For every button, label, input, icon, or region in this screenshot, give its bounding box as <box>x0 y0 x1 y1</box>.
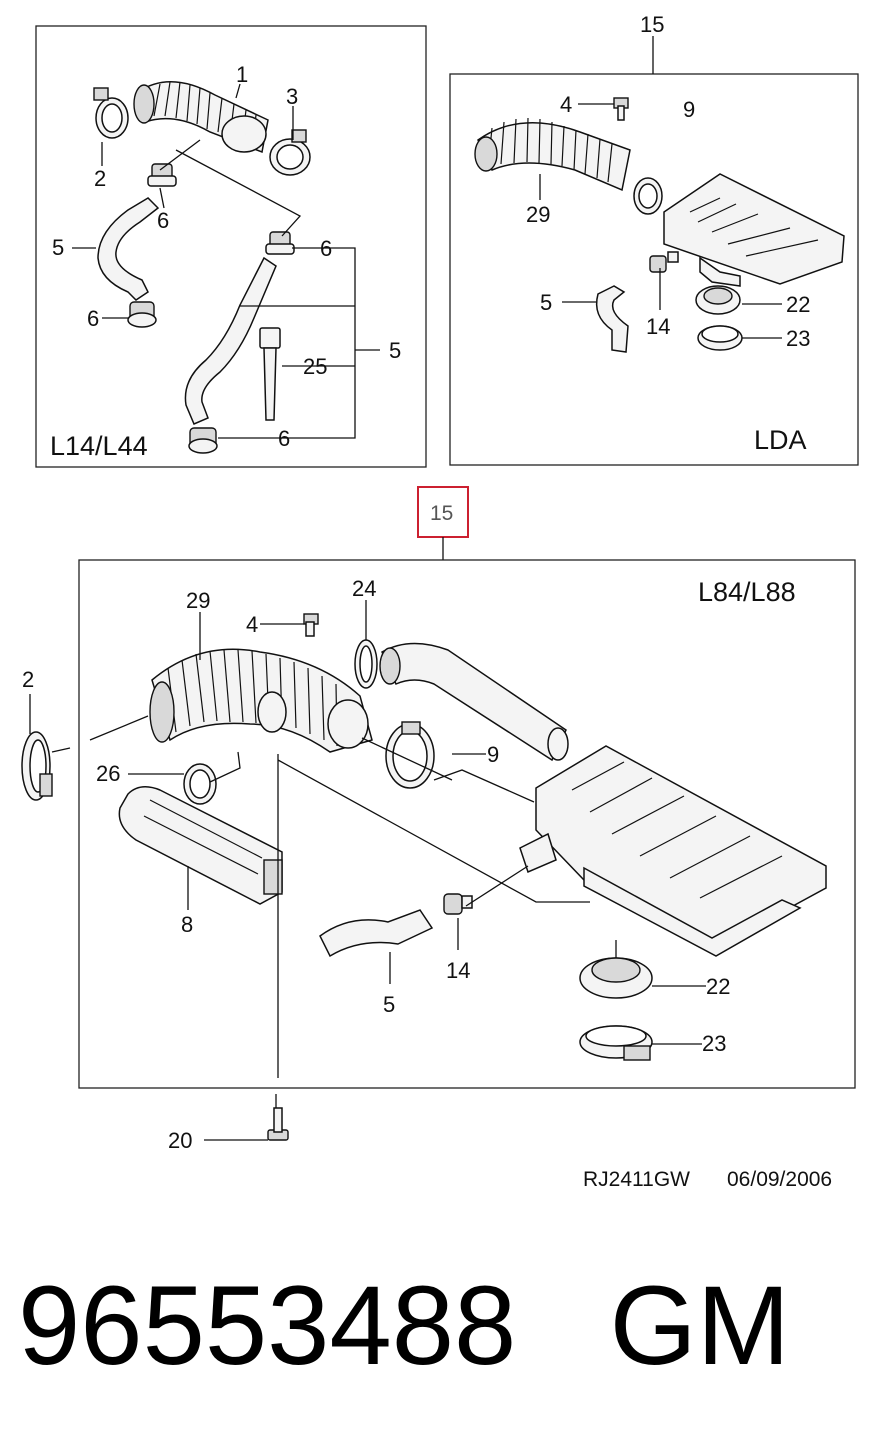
callout-3: 3 <box>286 84 298 109</box>
panel-lda: 15 <box>449 12 859 466</box>
variant-label-l14-l44: L14/L44 <box>50 431 148 461</box>
air-cleaner-housing-lda <box>663 173 845 287</box>
callout-24: 24 <box>352 576 376 601</box>
hose-clamp-part-23-lda <box>697 325 743 351</box>
callout-14: 14 <box>646 314 670 339</box>
panel-l14-l44: 1 2 3 5 6 6 6 5 25 6 L14/L44 <box>35 25 427 468</box>
callout-6: 6 <box>157 208 169 233</box>
callout-14: 14 <box>446 958 470 983</box>
drawing-date: 06/09/2006 <box>727 1168 832 1191</box>
hose-clamp-part-9 <box>385 721 435 789</box>
callout-22: 22 <box>786 292 810 317</box>
callout-22: 22 <box>706 974 730 999</box>
breather-hose-part-5-lda <box>595 285 629 353</box>
callout-9: 9 <box>683 97 695 122</box>
panel-lda-frame <box>449 73 859 466</box>
hose-clamp-part-3 <box>269 129 311 176</box>
hose-clip-part-6-a <box>147 163 177 187</box>
hose-clip-part-14 <box>443 893 473 915</box>
hose-clamp-part-9-lda <box>633 177 663 215</box>
callout-23: 23 <box>702 1031 726 1056</box>
drawing-code: RJ2411GW <box>583 1168 690 1191</box>
hose-clamp-part-26 <box>183 763 217 805</box>
hose-clamp-part-2 <box>21 731 53 801</box>
variant-label-l84-l88: L84/L88 <box>698 577 796 607</box>
part-number-caption: 96553488 GM <box>18 1263 791 1388</box>
callout-5: 5 <box>52 235 64 260</box>
seal-ring-part-22-lda <box>695 285 741 315</box>
callout-8: 8 <box>181 912 193 937</box>
hose-clamp-part-24 <box>354 639 378 689</box>
hose-clip-part-6-b <box>127 301 157 328</box>
panel-l14-l44-frame <box>35 25 427 468</box>
air-cleaner-housing <box>519 745 827 957</box>
callout-20: 20 <box>168 1128 192 1153</box>
bolt-part-4 <box>303 613 319 637</box>
callout-6: 6 <box>320 236 332 261</box>
callout-25: 25 <box>303 354 327 379</box>
hose-clamp-part-2 <box>93 87 129 139</box>
breather-hose-part-5-long <box>184 256 277 425</box>
callout-9: 9 <box>487 742 499 767</box>
hose-clip-part-6-c <box>265 231 295 255</box>
hose-clip-part-14-lda <box>649 251 679 273</box>
breather-hose-part-5-left <box>97 197 160 301</box>
callout-5: 5 <box>389 338 401 363</box>
callout-5: 5 <box>540 290 552 315</box>
callout-4: 4 <box>560 92 572 117</box>
callout-2: 2 <box>94 166 106 191</box>
callout-26: 26 <box>96 761 120 786</box>
callout-5: 5 <box>383 992 395 1017</box>
intake-duct-part-29-lda <box>474 117 631 192</box>
callout-23: 23 <box>786 326 810 351</box>
screw-part-20 <box>267 1107 289 1141</box>
group-callout-15-lda: 15 <box>640 12 664 37</box>
bolt-part-4-lda <box>613 97 629 121</box>
callout-4: 4 <box>246 612 258 637</box>
callout-6: 6 <box>278 426 290 451</box>
panel-l84-l88-frame <box>78 559 856 1089</box>
callout-1: 1 <box>236 62 248 87</box>
breather-hose-part-5 <box>319 909 434 958</box>
intake-duct-part-29 <box>149 648 373 753</box>
group-callout-15: 15 <box>430 502 453 525</box>
panel-l84-l88: 15 <box>21 486 856 1153</box>
cable-tie-part-25 <box>259 327 281 421</box>
callout-2: 2 <box>22 667 34 692</box>
resonator-tube <box>379 642 569 762</box>
callout-29: 29 <box>186 588 210 613</box>
hose-clamp-part-23 <box>579 1025 653 1061</box>
seal-ring-part-22 <box>579 957 653 999</box>
callout-29: 29 <box>526 202 550 227</box>
hose-clip-part-6-d <box>188 427 218 454</box>
callout-6: 6 <box>87 306 99 331</box>
intake-duct-part-1 <box>133 81 269 154</box>
variant-label-lda: LDA <box>754 425 807 455</box>
